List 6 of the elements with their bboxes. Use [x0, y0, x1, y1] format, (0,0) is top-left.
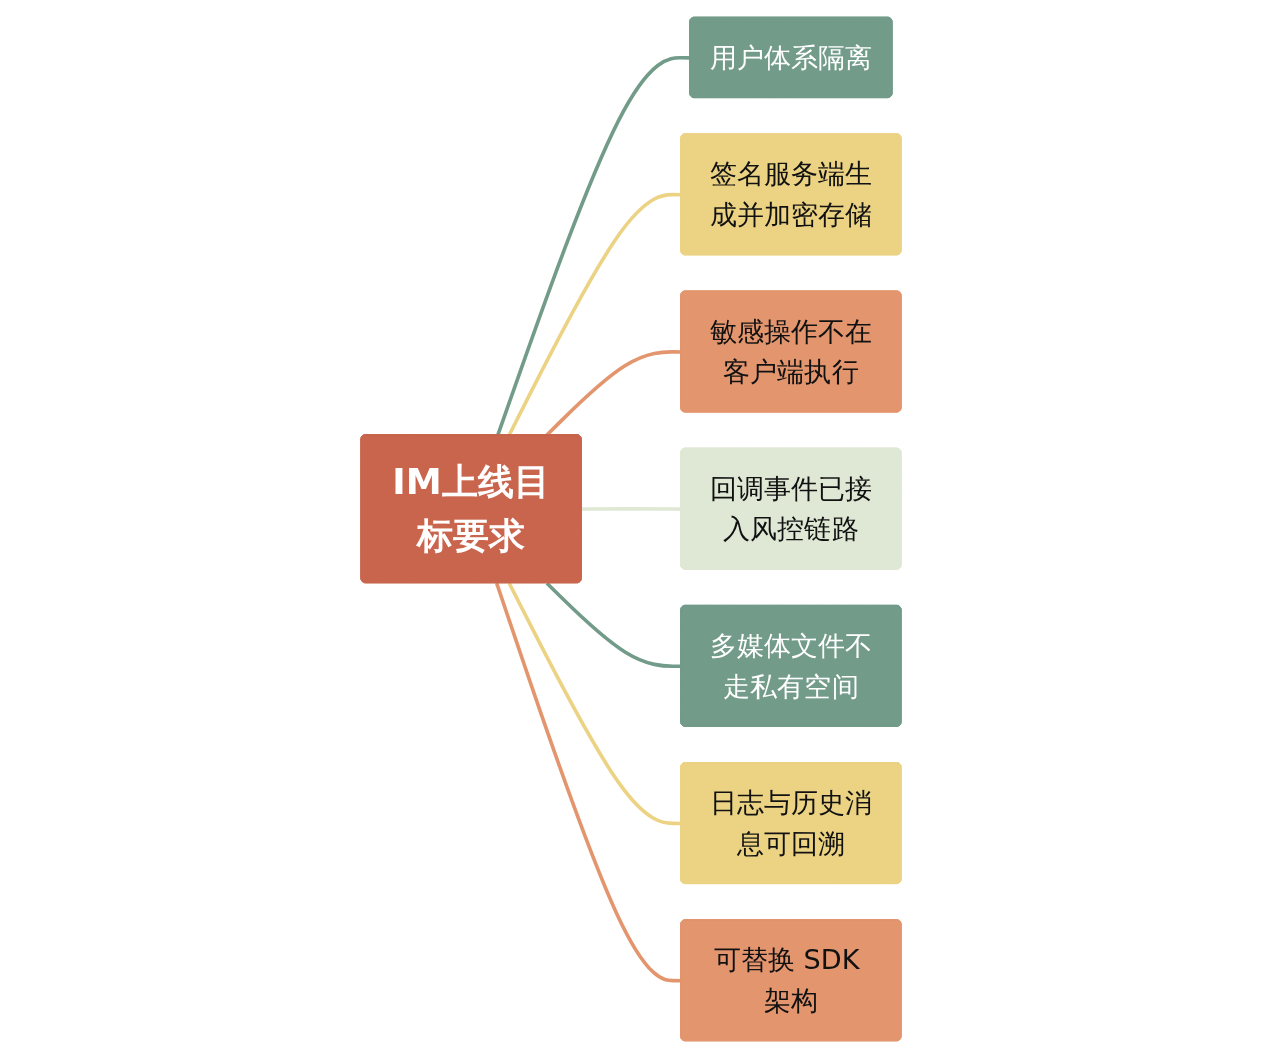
connector	[507, 582, 682, 826]
connector	[507, 192, 682, 436]
connector	[494, 582, 682, 983]
connector	[545, 581, 682, 669]
connector	[496, 56, 691, 436]
connector	[581, 507, 682, 511]
